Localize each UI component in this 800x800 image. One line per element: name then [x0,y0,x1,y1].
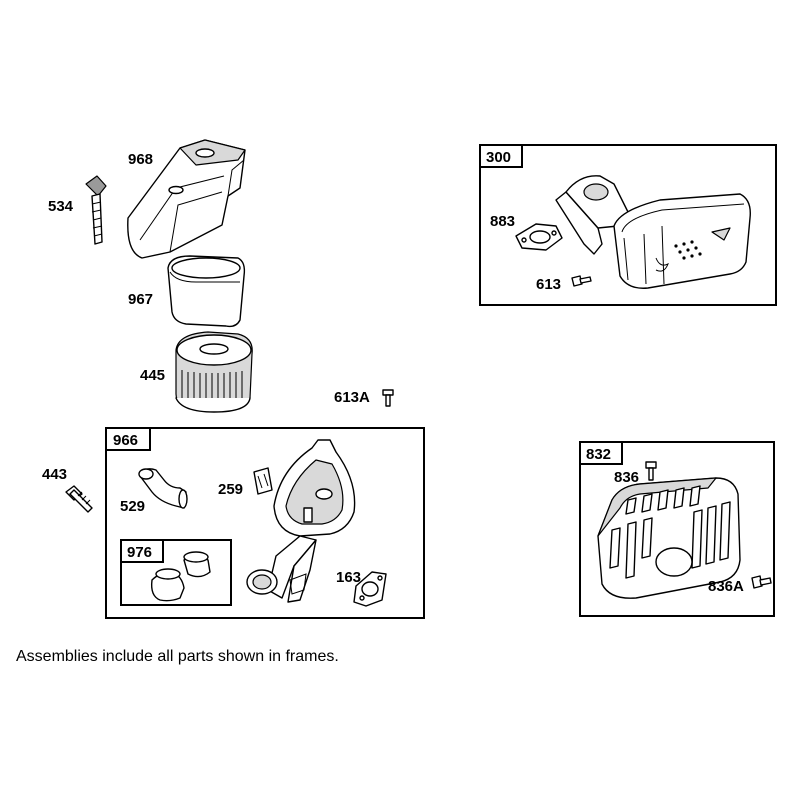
breather-fitting-drawing [85,175,107,245]
muffler-vent-holes [674,240,702,260]
frame-label-300: 300 [486,149,511,166]
muffler-guard-drawing [597,477,741,599]
part-label-836: 836 [614,469,639,486]
screw-836A-drawing [751,575,772,589]
pre-cleaner-drawing [167,255,246,328]
part-label-445: 445 [140,367,165,384]
part-label-883: 883 [490,213,515,230]
frame-label-966: 966 [113,432,138,449]
air-filter-drawing [175,331,253,413]
part-label-613A: 613A [334,389,370,406]
part-label-968: 968 [128,151,153,168]
part-label-443: 443 [42,466,67,483]
screw-613-drawing [571,275,592,287]
gasket-163-drawing [353,571,387,607]
frame-tag-976 [120,539,164,563]
assemblies-note: Assemblies include all parts shown in fr… [16,648,339,665]
part-label-259: 259 [218,481,243,498]
frame-label-976: 976 [127,544,152,561]
frame-966 [105,427,425,619]
part-label-613: 613 [536,276,561,293]
stud-443-drawing [65,485,93,513]
part-label-836A: 836A [708,578,744,595]
frame-300 [479,144,777,306]
frame-tag-966 [105,427,151,451]
frame-tag-300 [479,144,523,168]
exhaust-gasket-drawing [515,223,563,251]
part-label-163: 163 [336,569,361,586]
frame-832 [579,441,775,617]
guard-slots-top [625,485,701,515]
breather-tube-drawing [138,468,188,509]
air-cleaner-elbow-drawing [150,551,211,602]
screw-836-drawing [645,461,657,481]
part-label-967: 967 [128,291,153,308]
air-cleaner-cover-drawing [127,139,246,259]
part-label-534: 534 [48,198,74,215]
part-label-529: 529 [120,498,145,515]
air-cleaner-base-drawing [246,439,356,603]
frame-tag-832 [579,441,623,465]
frame-976 [120,539,232,606]
guard-slots-side [609,501,731,579]
frame-label-832: 832 [586,446,611,463]
grommet-259-drawing [253,467,273,495]
muffler-drawing [555,175,751,289]
screw-613A-drawing [382,389,394,407]
